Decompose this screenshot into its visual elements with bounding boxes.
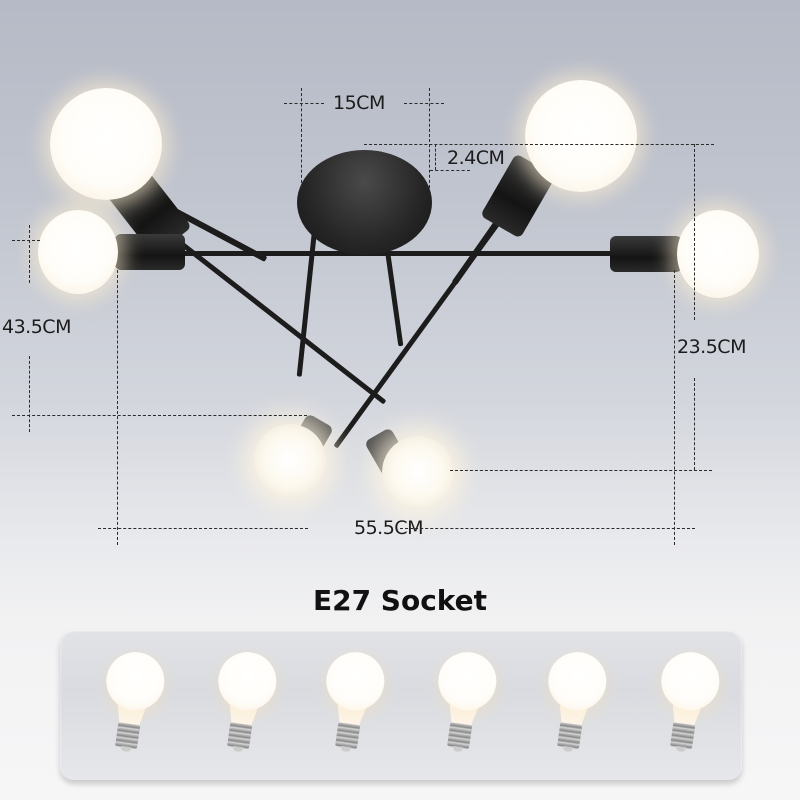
- dimension-tick-arm-height-lower: [694, 378, 695, 470]
- socket-mid-left: [115, 234, 185, 270]
- globe-bulb-bottom-right: [382, 436, 454, 508]
- dimension-line-total-width-left: [98, 528, 308, 529]
- screw-base-icon: [115, 722, 141, 750]
- screw-base-icon: [557, 722, 583, 750]
- e27-bulb-4: [420, 638, 516, 776]
- dimension-label-arm-height: 23.5CM: [677, 336, 746, 358]
- e27-bulb-6: [643, 638, 739, 776]
- dimension-tick-canopy-height: [435, 144, 436, 170]
- globe-bulb-mid-left: [38, 210, 118, 294]
- dimension-label-canopy-height: 2.4CM: [447, 147, 505, 169]
- globe-bulb-mid-right: [677, 210, 759, 298]
- horizontal-arm-rod: [160, 251, 630, 256]
- dimension-line-total-height-bottom: [12, 415, 307, 416]
- dimension-line-total-height-top: [12, 240, 40, 241]
- dimension-label-total-width: 55.5CM: [354, 517, 423, 539]
- dimension-tick-arm-height-upper: [694, 144, 695, 320]
- bulb-tip: [232, 745, 244, 753]
- dimension-line-canopy-width-right: [404, 103, 444, 104]
- ceiling-canopy: [297, 150, 432, 255]
- globe-bulb-upper-right: [525, 80, 637, 192]
- globe-bulb-bottom-left: [254, 424, 326, 496]
- socket-mid-right: [610, 236, 682, 272]
- dimension-label-total-height: 43.5CM: [2, 316, 71, 338]
- bulb-tip: [120, 745, 132, 753]
- dimension-line-arm-height-bottom: [450, 470, 712, 471]
- dimension-tick-canopy-right: [429, 88, 430, 188]
- dimension-guide-left: [117, 270, 118, 545]
- dimension-tick-canopy-left: [301, 88, 302, 188]
- dimension-line-canopy-width-left: [284, 103, 324, 104]
- e27-bulb-1: [88, 638, 184, 776]
- dimension-line-canopy-top: [364, 144, 714, 145]
- dimension-label-canopy-width: 15CM: [333, 92, 385, 114]
- bulb-tip: [562, 745, 574, 753]
- dimension-line-canopy-bottom: [430, 170, 470, 171]
- dimension-guide-right: [674, 270, 675, 545]
- bulb-panel: [60, 630, 742, 780]
- dimension-tick-total-height-lower: [29, 356, 30, 432]
- globe-bulb-upper-left: [50, 88, 162, 200]
- screw-base-icon: [670, 722, 696, 750]
- section-title-e27-socket: E27 Socket: [312, 584, 488, 617]
- e27-bulb-3: [308, 638, 404, 776]
- bulb-tip: [452, 745, 464, 753]
- screw-base-icon: [227, 722, 253, 750]
- dimension-line-total-width-right: [400, 528, 695, 529]
- bulb-tip: [675, 745, 687, 753]
- chandelier-illustration: 15CM 2.4CM 43.5CM 23.5CM 55.5CM: [2, 80, 759, 545]
- e27-bulb-5: [530, 638, 626, 776]
- e27-bulb-2: [200, 638, 296, 776]
- screw-base-icon: [335, 722, 361, 750]
- bulb-tip: [340, 745, 352, 753]
- diagonal-arm-rod-left: [178, 240, 387, 405]
- screw-base-icon: [447, 722, 473, 750]
- dimension-tick-total-height-upper: [29, 225, 30, 283]
